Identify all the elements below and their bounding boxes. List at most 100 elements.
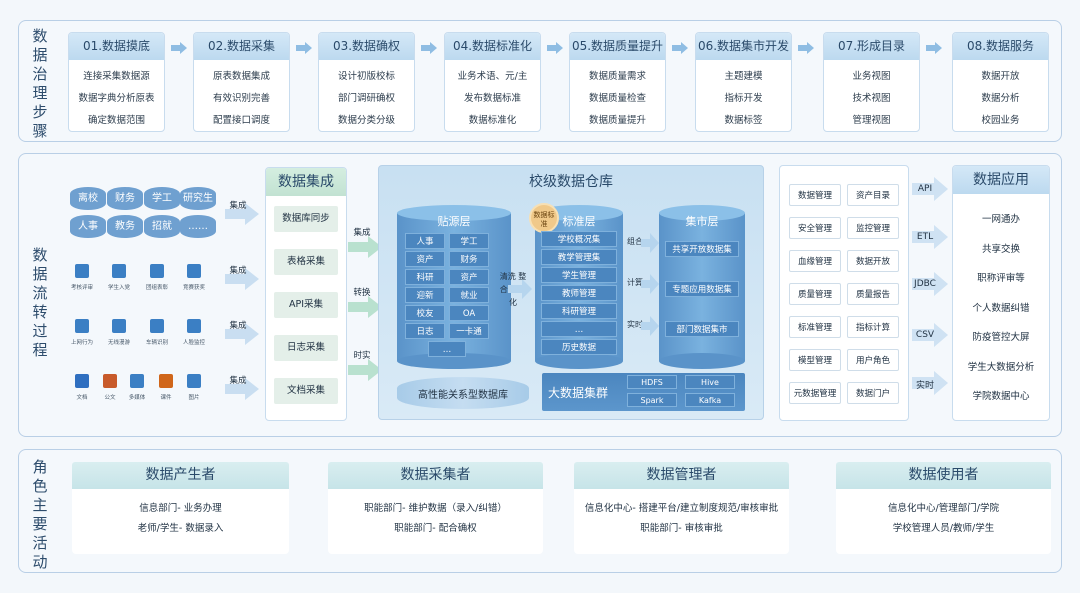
management-item[interactable]: 用户角色 (847, 349, 899, 371)
source-system-cylinder: 离校 (70, 187, 106, 210)
step-arrow-icon (171, 42, 187, 54)
source-arrow-label: 集成 (229, 266, 247, 276)
applications-title: 数据应用 (953, 166, 1049, 194)
management-item[interactable]: 质量报告 (847, 283, 899, 305)
warehouse-title: 校级数据仓库 (529, 174, 613, 190)
file-icon (159, 374, 173, 388)
management-item[interactable]: 数据门户 (847, 382, 899, 404)
integration-item[interactable]: 表格采集 (274, 249, 338, 275)
governance-section-label: 数据治理步骤 (32, 27, 48, 140)
role-line: 信息化中心- 搭建平台/建立制度规范/审核审批 (584, 503, 779, 514)
step-card: 05.数据质量提升数据质量需求数据质量检查数据质量提升 (569, 32, 666, 132)
step-item: 发布数据标准 (463, 93, 521, 104)
file-icon (75, 374, 89, 388)
source-layer-chip: 资产 (449, 269, 489, 285)
step-item: 有效识别完善 (212, 93, 270, 104)
step-title: 06.数据集市开发 (696, 33, 791, 60)
source-arrow-label: 集成 (229, 201, 247, 211)
bigdata-title: 大数据集群 (548, 386, 609, 400)
application-item[interactable]: 防疫管控大屏 (972, 332, 1030, 343)
management-item[interactable]: 元数据管理 (789, 382, 841, 404)
source-arrow-label: 集成 (229, 376, 247, 386)
cylinder-top (659, 205, 745, 221)
mart-op-label: 实时 (627, 320, 643, 329)
application-item[interactable]: 个人数据纠错 (972, 302, 1030, 314)
step-card: 03.数据确权设计初版校标部门调研确权数据分类分级 (318, 32, 415, 132)
application-item[interactable]: 一网通办 (981, 214, 1020, 225)
integration-item[interactable]: 文档采集 (274, 378, 338, 404)
management-item[interactable]: 监控管理 (847, 217, 899, 239)
management-item[interactable]: 标准管理 (789, 316, 841, 338)
management-item[interactable]: 资产目录 (847, 184, 899, 206)
step-item: 指标开发 (724, 93, 763, 104)
application-item[interactable]: 学院数据中心 (972, 391, 1030, 402)
file-icon (130, 374, 144, 388)
role-lines: 信息部门- 业务办理老师/学生- 数据录入 (72, 489, 289, 539)
step-card: 06.数据集市开发主题建模指标开发数据标签 (695, 32, 792, 132)
step-item: 管理视图 (852, 115, 891, 126)
application-item[interactable]: 学生大数据分析 (967, 361, 1035, 373)
step-items: 主题建模指标开发数据标签 (696, 60, 791, 132)
step-items: 设计初版校标部门调研确权数据分类分级 (319, 60, 414, 132)
integration-arrow-icon (348, 359, 382, 381)
management-item[interactable]: 血缘管理 (789, 250, 841, 272)
file-icon (103, 374, 117, 388)
integration-item[interactable]: 数据库同步 (274, 206, 338, 232)
flow-section-label: 数据流转过程 (32, 246, 48, 359)
step-card: 08.数据服务数据开放数据分析校园业务 (952, 32, 1049, 132)
role-card: 数据管理者信息化中心- 搭建平台/建立制度规范/审核审批职能部门- 审核审批 (574, 462, 789, 554)
source-arrow-icon (225, 203, 259, 225)
role-line: 职能部门- 配合确权 (394, 523, 477, 534)
role-lines: 信息化中心/管理部门/学院学校管理人员/教师/学生 (836, 489, 1051, 539)
step-item: 数据字典分析原表 (78, 93, 155, 104)
mart-arrow-icon (641, 315, 659, 337)
file-icon (150, 319, 164, 333)
management-item[interactable]: 数据开放 (847, 250, 899, 272)
source-system-cylinder: 教务 (107, 215, 143, 238)
step-card: 04.数据标准化业务术语、元/主发布数据标准数据标准化 (444, 32, 541, 132)
role-title: 数据管理者 (574, 462, 789, 489)
source-system-cylinder: 财务 (107, 187, 143, 210)
bigdata-item: Hive (685, 375, 735, 389)
mart-layer-chip: 部门数据集市 (665, 321, 739, 337)
step-item: 配置接口调度 (212, 115, 270, 126)
management-item[interactable]: 指标计算 (847, 316, 899, 338)
interface-label: ETL (916, 232, 934, 242)
role-line: 学校管理人员/教师/学生 (892, 523, 995, 534)
management-item[interactable]: 安全管理 (789, 217, 841, 239)
file-label: 车辆识别 (145, 340, 168, 346)
application-item[interactable]: 共享交换 (981, 243, 1020, 255)
role-card: 数据产生者信息部门- 业务办理老师/学生- 数据录入 (72, 462, 289, 554)
step-card: 01.数据摸底连接采集数据源数据字典分析原表确定数据范围 (68, 32, 165, 132)
cylinder-bottom (659, 353, 745, 369)
layer-title: 标准层 (562, 215, 596, 228)
step-title: 05.数据质量提升 (570, 33, 665, 60)
integration-arrow-icon (348, 236, 382, 258)
interface-label: JDBC (914, 279, 936, 289)
step-card: 07.形成目录业务视图技术视图管理视图 (823, 32, 920, 132)
management-item[interactable]: 质量管理 (789, 283, 841, 305)
interface-label: CSV (915, 330, 935, 340)
role-line: 职能部门- 维护数据（录入/纠错） (364, 503, 507, 514)
standard-layer-chip: 教师管理 (541, 285, 617, 301)
step-item: 数据开放 (981, 71, 1020, 82)
management-item[interactable]: 模型管理 (789, 349, 841, 371)
mart-op-label: 组合 (627, 237, 643, 246)
role-title: 数据采集者 (328, 462, 543, 489)
standard-layer-chip: 历史数据 (541, 339, 617, 355)
source-arrow-label: 集成 (229, 321, 247, 331)
interface-arrow-icon (912, 371, 948, 395)
management-item[interactable]: 数据管理 (789, 184, 841, 206)
source-layer-chip: 校友 (405, 305, 445, 321)
step-item: 数据分析 (981, 93, 1020, 104)
file-label: 无线漫游 (107, 340, 130, 346)
step-title: 08.数据服务 (953, 33, 1048, 60)
interface-arrow-icon (912, 323, 948, 347)
integration-item[interactable]: 日志采集 (274, 335, 338, 361)
application-item[interactable]: 职称评审等 (977, 273, 1025, 284)
integration-item[interactable]: API采集 (274, 292, 338, 318)
step-title: 07.形成目录 (824, 33, 919, 60)
source-layer-chip: 资产 (405, 251, 445, 267)
source-system-cylinder: 人事 (70, 215, 106, 238)
file-icon (112, 319, 126, 333)
